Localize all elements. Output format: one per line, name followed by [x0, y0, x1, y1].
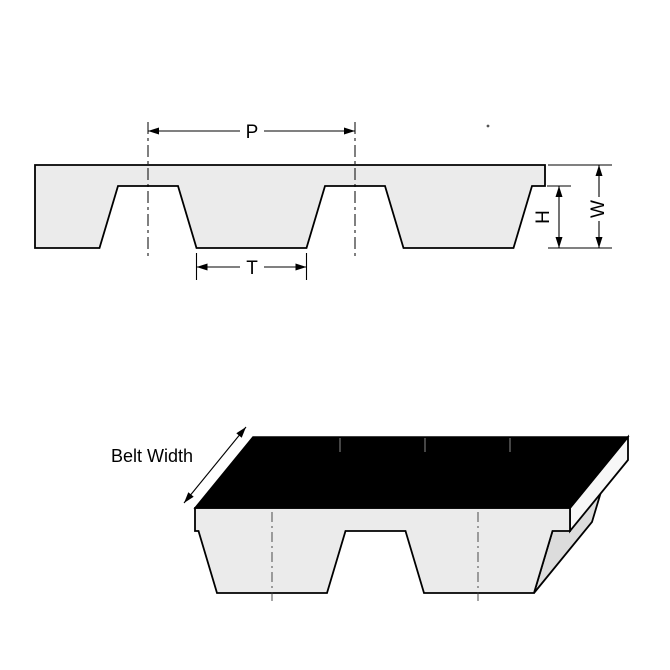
belt-cross-section: P T H W	[34, 122, 612, 280]
stray-dot	[486, 124, 490, 128]
pitch-label: P	[246, 122, 259, 143]
dim-h-arrowhead-bottom	[555, 237, 563, 248]
belt-width-arrowhead-lower	[184, 492, 194, 503]
belt-3d-view: Belt Width	[111, 426, 630, 601]
belt-3d-top-face	[193, 436, 630, 509]
tooth-width-label: T	[246, 258, 258, 279]
dim-p-arrowhead-left	[148, 127, 159, 135]
belt-profile-shape	[34, 164, 546, 249]
dim-p-arrowhead-right	[344, 127, 355, 135]
dim-t-arrowhead-right	[295, 263, 307, 271]
dim-w-arrowhead-bottom	[595, 237, 603, 248]
dim-h-arrowhead-top	[555, 186, 563, 197]
dim-w-arrowhead-top	[595, 165, 603, 176]
dim-t-arrowhead-left	[196, 263, 208, 271]
belt-width-label: Belt Width	[111, 446, 193, 466]
belt-3d-front-face	[194, 507, 571, 594]
belt-width-arrowhead-upper	[236, 427, 246, 438]
tooth-height-label: H	[533, 210, 554, 224]
belt-width-arrow-line	[183, 426, 247, 504]
belt-thickness-label: W	[588, 200, 609, 218]
